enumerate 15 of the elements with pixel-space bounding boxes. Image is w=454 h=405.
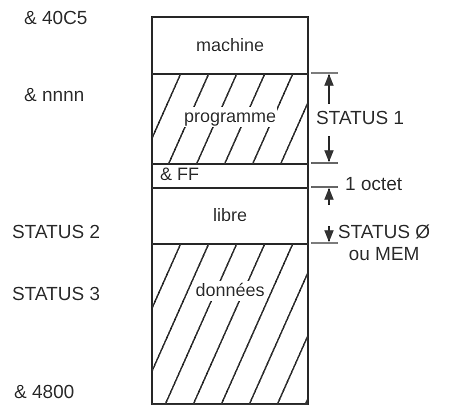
address-label: & nnnn (24, 85, 84, 107)
memory-block (151, 187, 309, 245)
dimension-label: 1 octet (345, 174, 402, 196)
address-label: STATUS 2 (12, 222, 100, 244)
dimension-label: STATUS Ø ou MEM (336, 222, 432, 266)
address-label: STATUS 3 (12, 284, 100, 306)
hatched-memory-block (151, 73, 309, 165)
address-label: & 40C5 (24, 8, 88, 30)
memory-block (151, 16, 309, 75)
block-label: programme (182, 107, 278, 127)
dimension-label: STATUS 1 (316, 108, 404, 130)
hatched-memory-block (151, 243, 309, 405)
block-label: données (194, 281, 266, 301)
memory-block (151, 163, 309, 189)
address-label: & 4800 (14, 382, 74, 404)
